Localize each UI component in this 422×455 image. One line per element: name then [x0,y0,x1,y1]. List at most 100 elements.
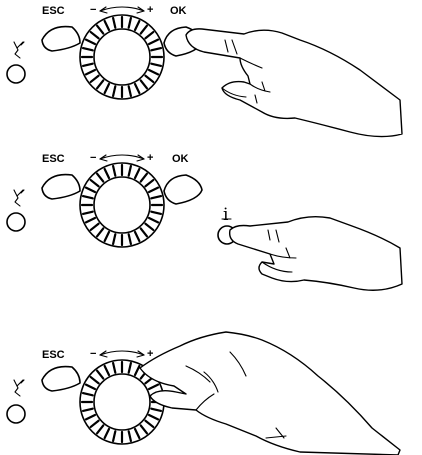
plus-label: + [147,348,153,360]
knob-ridge [105,232,109,241]
rotation-arrow-icon [100,155,144,159]
rotary-knob[interactable] [80,163,164,247]
knob-ridge [145,180,153,186]
esc-button[interactable] [42,367,80,391]
knob-ridge [149,385,158,389]
knob-ridge [129,166,131,176]
knob-ridge [149,218,158,222]
knob-ridge [135,84,139,93]
knob-ridge [91,32,99,38]
esc-button[interactable] [42,175,80,199]
knob-ridge [145,421,153,427]
knob-ridge [113,166,115,176]
knob-ridge [113,234,115,244]
knob-ridge [145,224,153,230]
knob-ridge [105,21,109,30]
knob-ridge [149,188,158,192]
knob-ridge [91,180,99,186]
esc-label: ESC [42,153,65,165]
knob-ridge [83,212,93,214]
knob-ridge [129,363,131,373]
hand-pressing-ok [186,29,402,137]
knob-ridge [86,40,95,44]
knob-ridge [151,409,161,411]
ok-label: OK [172,153,189,165]
knob-ridge [151,212,161,214]
knob-ridge [83,48,93,50]
knob-ridge [149,415,158,419]
chimney-sweep-icon [14,380,24,396]
chimney-sweep-button[interactable] [7,213,25,231]
knob-ridge [129,18,131,28]
knob-ridge [97,26,103,34]
plus-label: + [147,152,153,164]
knob-ridge [149,70,158,74]
knob-ridge [141,228,147,236]
knob-ridge [129,431,131,441]
knob-ridge [105,429,109,438]
esc-button[interactable] [42,27,80,51]
knob-ridge [91,421,99,427]
knob-ridge [105,169,109,178]
esc-label: ESC [42,5,65,17]
esc-label: ESC [42,349,65,361]
plus-label: + [147,4,153,16]
chimney-sweep-button[interactable] [7,405,25,423]
panel-turn-knob: ESC − + [7,332,400,455]
knob-ridge [97,80,103,88]
hand-turning-knob [140,332,400,455]
knob-ridge [151,64,161,66]
knob-ridge [97,425,103,433]
knob-ridge [135,232,139,241]
knob-ridge [97,371,103,379]
knob-ridge [141,425,147,433]
ok-label: OK [170,5,187,17]
knob-ridge [105,366,109,375]
minus-label: − [90,348,96,360]
knob-ridge [83,64,93,66]
chimney-sweep-icon [14,42,24,58]
rotary-knob[interactable] [80,15,164,99]
knob-ridge [97,228,103,236]
knob-ridge [91,76,99,82]
chimney-sweep-button[interactable] [7,65,25,83]
rotation-arrow-icon [100,7,144,11]
knob-ridge [135,429,139,438]
knob-ridge [97,174,103,182]
knob-ridge [141,26,147,34]
knob-ridge [129,86,131,96]
knob-ridge [129,234,131,244]
knob-ridge [86,70,95,74]
knob-ridge [151,48,161,50]
knob-ridge [135,21,139,30]
panel-press-ok: ESC − + OK [7,4,402,137]
knob-ridge [113,363,115,373]
knob-ridge [83,393,93,395]
knob-ridge [145,32,153,38]
knob-ridge [86,415,95,419]
knob-ridge [83,409,93,411]
knob-ridge [141,80,147,88]
knob-ridge [91,224,99,230]
knob-ridge [135,169,139,178]
knob-ridge [86,385,95,389]
knob-ridge [149,40,158,44]
knob-ridge [113,86,115,96]
knob-ridge [91,377,99,383]
panel-press-info: ESC − + OK i [7,152,402,290]
info-icon: i [223,205,229,225]
knob-ridge [135,366,139,375]
knob-ridge [113,18,115,28]
knob-ridge [86,188,95,192]
chimney-sweep-icon [14,190,24,206]
ok-button[interactable] [164,175,202,204]
minus-label: − [90,152,96,164]
knob-ridge [86,218,95,222]
knob-ridge [151,196,161,198]
knob-ridge [141,174,147,182]
knob-ridge [113,431,115,441]
knob-ridge [105,84,109,93]
hand-pressing-info [230,217,402,291]
knob-ridge [83,196,93,198]
